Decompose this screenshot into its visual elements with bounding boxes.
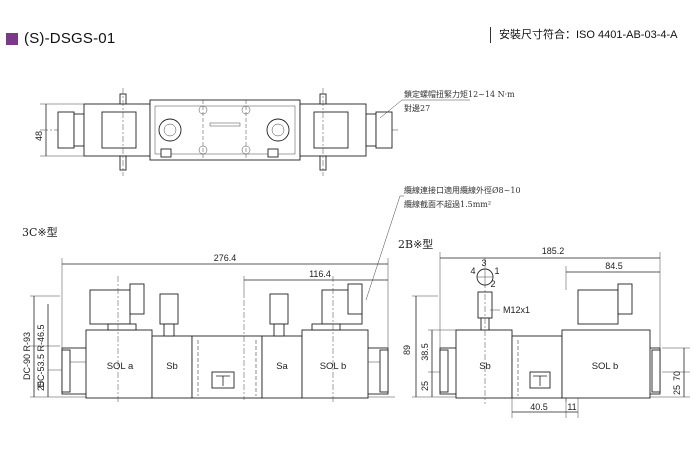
thread-label: M12x1: [503, 305, 530, 315]
dim-half-3c: 116.4: [309, 269, 331, 279]
dim-11: 11: [567, 402, 576, 412]
dim-40-5: 40.5: [530, 402, 548, 412]
dim-half-2b: 84.5: [605, 261, 623, 271]
dim-dc53: DC-53.5 R-46.5: [36, 324, 46, 387]
standard-note: 安裝尺寸符合：ISO 4401-AB-03-4-A: [490, 27, 678, 43]
torque-note: 鎖定螺帽扭緊力矩12~14 N·m: [404, 90, 515, 99]
label-sb: Sb: [166, 361, 178, 372]
pin-4: 4: [470, 266, 475, 276]
dim-base-25-left: 25: [36, 381, 46, 391]
wrench-note: 對邊27: [404, 104, 431, 113]
cable-note: 纜線連接口適用纜線外徑Ø8~10: [404, 186, 521, 195]
view-3c: SOL a Sb Sa SOL b 276.4 116.4 DC-90 R-93…: [22, 195, 404, 404]
view-3c-label: 3C※型: [22, 226, 58, 239]
label-sa: Sa: [276, 361, 288, 372]
dim-dc90: DC-90 R-93: [22, 332, 32, 380]
cable-section-note: 纜線截面不超過1.5mm²: [404, 200, 492, 209]
dim-70: 70: [672, 371, 682, 381]
top-view: 48: [34, 88, 470, 176]
pin-3: 3: [481, 258, 486, 268]
dim-25-2b: 25: [420, 381, 430, 391]
pin-1: 1: [494, 266, 499, 276]
title-marker: [6, 32, 18, 45]
dim-overall-2b: 185.2: [542, 246, 565, 256]
top-height-dim: 48: [34, 131, 44, 141]
title-row: (S)-DSGS-01: [6, 30, 115, 47]
dim-89: 89: [402, 345, 412, 355]
view-2b-label: 2B※型: [398, 238, 434, 251]
page-title: (S)-DSGS-01: [24, 30, 116, 47]
pin-2: 2: [490, 279, 495, 289]
label-sol-a: SOL a: [107, 361, 134, 372]
view-2b: 3 4 1 2 Sb SOL b M12x1 185.2 84.5 89 38.: [402, 246, 690, 418]
dim-38-5: 38.5: [420, 343, 430, 361]
label-sol-b-2b: SOL b: [592, 361, 619, 372]
label-sol-b: SOL b: [320, 361, 347, 372]
dim-overall-3c: 276.4: [214, 253, 237, 263]
dim-25-right: 25: [672, 385, 682, 395]
label-sb-2b: Sb: [479, 361, 491, 372]
